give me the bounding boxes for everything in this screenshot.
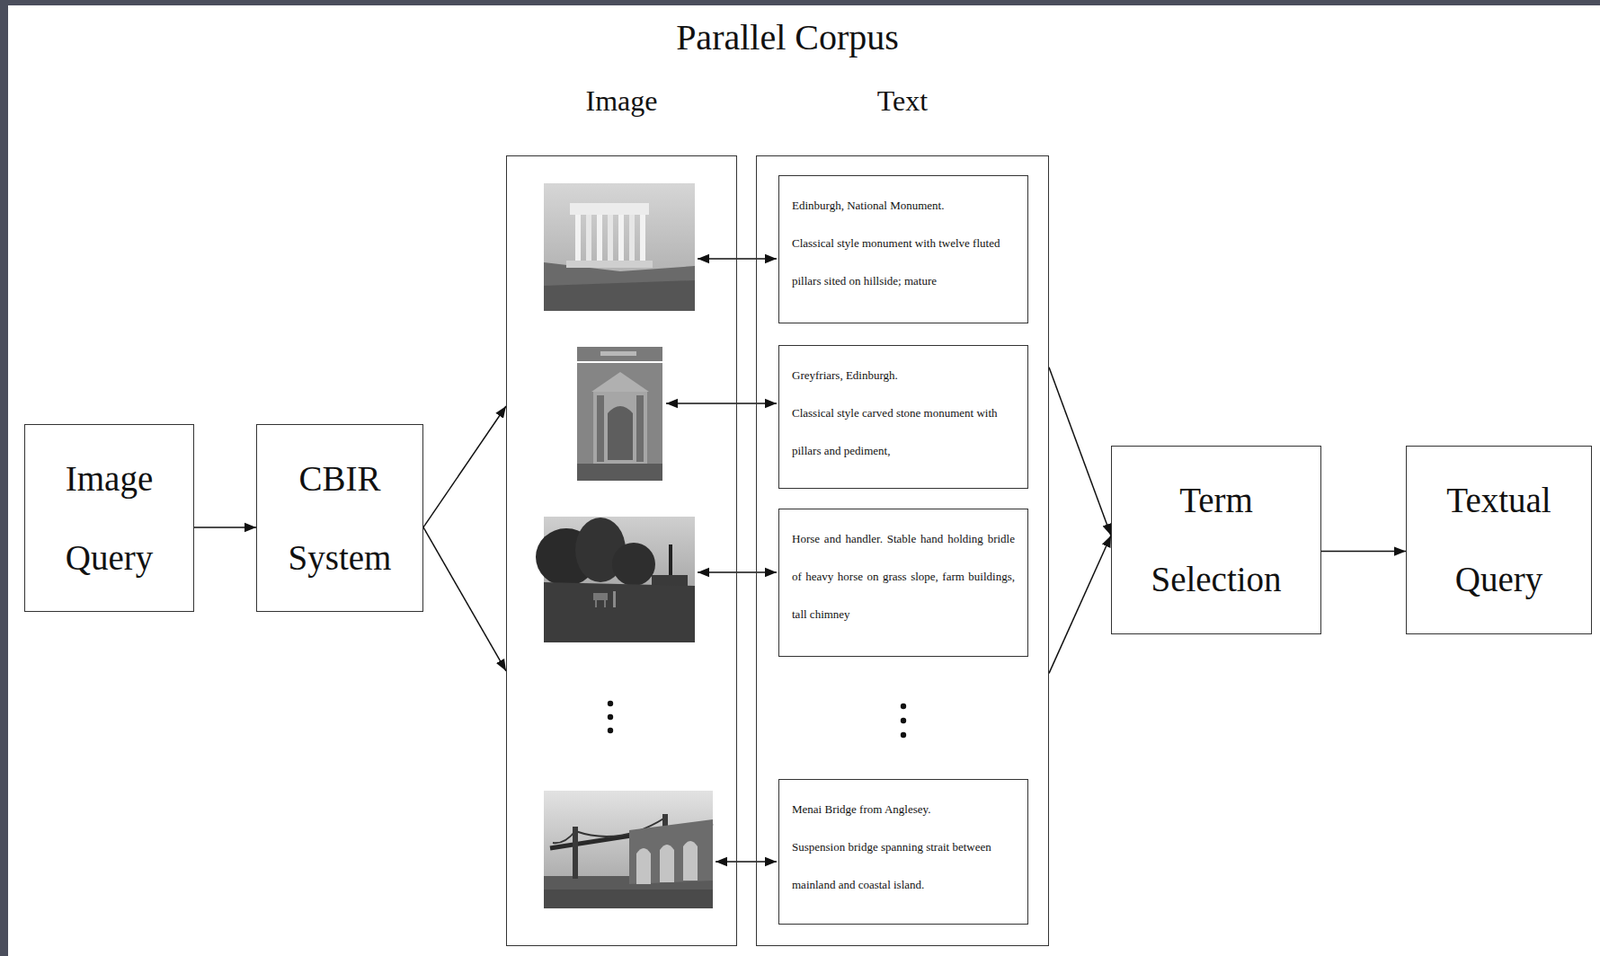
stone-monument-photo-part bbox=[596, 395, 605, 463]
box-label: Textual Query bbox=[1446, 461, 1551, 620]
bridge-photo-part bbox=[552, 831, 576, 844]
monument-photo-part bbox=[543, 262, 695, 312]
ellipsis-dots bbox=[607, 701, 907, 738]
caption-text: Classical style carved stone monument wi… bbox=[791, 394, 1015, 471]
monument-photo bbox=[543, 183, 695, 312]
monument-photo-part bbox=[543, 280, 695, 312]
corpus-column: TextEdinburgh, National Monument.Classic… bbox=[755, 155, 1049, 947]
ellipsis-dots-part bbox=[900, 703, 907, 710]
flow-arrow bbox=[423, 406, 507, 528]
caption-box: Horse and handler. Stable hand holding b… bbox=[778, 508, 1029, 658]
flow-arrow bbox=[194, 526, 257, 529]
bridge-photo-part bbox=[683, 841, 698, 881]
image-text-link-part bbox=[666, 402, 777, 405]
monument-photo-part bbox=[640, 214, 646, 262]
image-text-link-part bbox=[715, 861, 777, 863]
process-box: Textual Query bbox=[1405, 445, 1592, 635]
monument-photo-part bbox=[566, 260, 653, 268]
flow-arrow bbox=[423, 527, 507, 672]
column-heading: Image bbox=[453, 82, 791, 119]
monument-photo-part bbox=[607, 214, 614, 262]
process-box: CBIR System bbox=[256, 424, 424, 613]
monument-photo-part bbox=[596, 214, 603, 262]
stone-monument-photo-part bbox=[607, 406, 633, 461]
monument-photo-part bbox=[586, 214, 592, 262]
bridge-photo-part bbox=[543, 889, 713, 909]
caption-box: Menai Bridge from Anglesey.Suspension br… bbox=[778, 779, 1029, 925]
image-text-link-part bbox=[697, 571, 777, 574]
bridge-photo-part bbox=[629, 819, 713, 885]
column-heading: Text bbox=[702, 82, 1103, 119]
caption-heading: Edinburgh, National Monument. bbox=[791, 186, 1015, 225]
ellipsis-dots-part bbox=[900, 718, 907, 724]
corpus-column: Image bbox=[506, 155, 738, 947]
monument-photo-part bbox=[569, 203, 649, 215]
horse-photo-part bbox=[604, 600, 606, 608]
box-label: CBIR System bbox=[288, 439, 392, 598]
image-text-link-part bbox=[697, 257, 777, 260]
caption-heading: Menai Bridge from Anglesey. bbox=[791, 791, 1015, 829]
stone-monument-photo-part bbox=[593, 391, 648, 464]
ellipsis-dots-part bbox=[607, 714, 614, 720]
stone-monument-photo-part bbox=[591, 372, 649, 392]
stone-monument-photo-part bbox=[577, 363, 663, 481]
horse-photo-part bbox=[613, 591, 616, 608]
caption-text: Suspension bridge spanning strait betwee… bbox=[791, 828, 1015, 905]
bridge-photo-part bbox=[572, 826, 578, 880]
process-box: Term Selection bbox=[1111, 445, 1322, 635]
stone-monument-photo-part bbox=[636, 395, 644, 463]
flow-arrow bbox=[1321, 551, 1406, 553]
horse-photo bbox=[535, 516, 695, 643]
caption-heading: Greyfriars, Edinburgh. bbox=[791, 356, 1015, 395]
box-label: Image Query bbox=[65, 439, 153, 598]
horse-photo-part bbox=[593, 593, 608, 601]
caption-box: Greyfriars, Edinburgh.Classical style ca… bbox=[778, 345, 1029, 489]
process-box: Image Query bbox=[24, 424, 195, 613]
slide-frame-part bbox=[0, 0, 1600, 6]
caption-text: Horse and handler. Stable hand holding b… bbox=[791, 520, 1015, 634]
image-text-link bbox=[666, 258, 777, 863]
diagram-title: Parallel Corpus bbox=[517, 16, 1058, 60]
stone-monument-photo-part bbox=[577, 346, 663, 362]
stone-monument-photo-part bbox=[577, 463, 663, 481]
stone-monument-photo-part bbox=[600, 351, 637, 356]
monument-photo-part bbox=[543, 183, 695, 312]
flow-arrow bbox=[1048, 367, 1112, 536]
ellipsis-dots-part bbox=[607, 728, 614, 734]
monument-photo-part bbox=[629, 214, 635, 262]
bridge-photo-part bbox=[659, 844, 675, 883]
ellipsis-dots-part bbox=[900, 732, 907, 738]
horse-photo-part bbox=[595, 600, 597, 608]
stone-monument-photo bbox=[577, 346, 663, 481]
monument-photo-part bbox=[575, 214, 581, 262]
monument-photo-part bbox=[618, 214, 624, 262]
ellipsis-dots-part bbox=[607, 701, 614, 707]
bridge-photo-part bbox=[636, 848, 651, 885]
caption-box: Edinburgh, National Monument.Classical s… bbox=[778, 175, 1029, 324]
box-label: Term Selection bbox=[1150, 461, 1281, 620]
bridge-photo-part bbox=[543, 791, 713, 909]
bridge-photo bbox=[543, 791, 713, 909]
slide-frame-part bbox=[0, 0, 9, 956]
caption-text: Classical style monument with twelve flu… bbox=[791, 224, 1015, 301]
horse-photo-part bbox=[612, 542, 656, 587]
horse-photo-part bbox=[543, 582, 695, 643]
flow-arrow bbox=[1048, 535, 1112, 674]
